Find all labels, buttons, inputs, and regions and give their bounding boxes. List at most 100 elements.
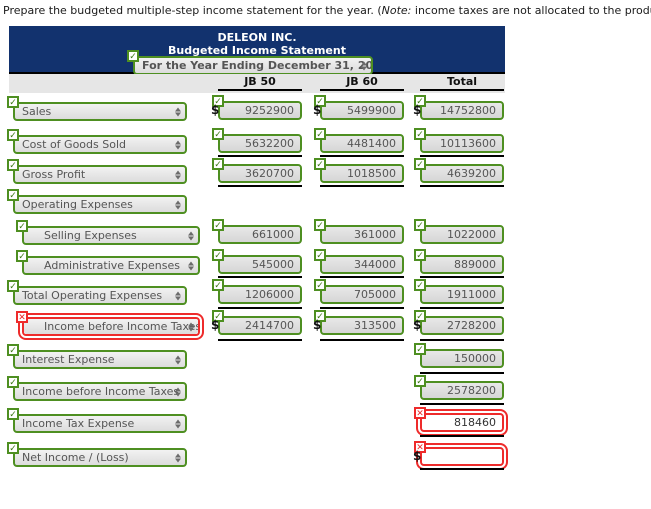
amount-cell: ✓3620700 [212, 158, 302, 183]
company-name: DELEON INC. [217, 31, 297, 44]
amount-input[interactable]: ✓705000 [314, 279, 404, 304]
dollar-sign: $ [313, 318, 322, 332]
amount-input[interactable]: ✓5632200 [212, 128, 302, 153]
statement-row: ✓Administrative Expenses✓545000✓344000✓8… [9, 247, 505, 277]
amount-value: 705000 [322, 287, 402, 302]
amount-input[interactable]: ✓2728200$ [413, 310, 504, 335]
amount-cell: ✓661000 [212, 219, 302, 244]
row-label-cell: ✓Administrative Expenses [16, 250, 200, 275]
amount-input[interactable]: ✓150000 [414, 343, 504, 368]
dollar-sign: $ [413, 449, 422, 463]
amount-value: 2728200 [422, 318, 502, 333]
amount-value: 150000 [422, 351, 502, 366]
row-label-value: Gross Profit [15, 167, 185, 182]
income-statement-worksheet: DELEON INC. Budgeted Income Statement ✓ … [7, 26, 505, 497]
row-label-select[interactable]: ✓Administrative Expenses [16, 250, 200, 275]
valid-check-icon: ✓ [212, 95, 224, 107]
subtotal-rule [420, 307, 504, 309]
valid-check-icon: ✓ [212, 249, 224, 261]
valid-check-icon: ✓ [414, 158, 426, 170]
question-prompt: Prepare the budgeted multiple-step incom… [3, 4, 651, 18]
valid-check-icon: ✓ [7, 344, 19, 356]
amount-input[interactable]: ✓661000 [212, 219, 302, 244]
row-label-select[interactable]: ✓Cost of Goods Sold [7, 129, 187, 154]
subtotal-rule [420, 435, 504, 437]
amount-input[interactable]: ✓2578200 [414, 375, 504, 400]
amount-cell: ✓9252900$ [211, 95, 302, 120]
amount-cell: ✓14752800$ [413, 95, 504, 120]
amount-cell: ✓5499900$ [313, 95, 404, 120]
amount-input[interactable]: ✓1206000 [212, 279, 302, 304]
amount-input[interactable]: ✓2414700$ [211, 310, 302, 335]
period-select[interactable]: ✓ For the Year Ending December 31, 2017 [127, 50, 373, 75]
amount-input[interactable]: ✓4481400 [314, 128, 404, 153]
amount-cell: ✓889000 [414, 249, 504, 274]
amount-input[interactable]: ✓361000 [314, 219, 404, 244]
amount-input[interactable]: ✓545000 [212, 249, 302, 274]
row-label-select[interactable]: ✕Income before Income Taxes [16, 311, 200, 336]
dollar-sign: $ [313, 103, 322, 117]
subtotal-rule [320, 155, 404, 157]
row-label-select[interactable]: ✓Interest Expense [7, 344, 187, 369]
amount-cell: ✓4639200 [414, 158, 504, 183]
statement-row: ✓Income Tax Expense ✕818460 [7, 405, 505, 435]
row-label-value: Operating Expenses [15, 197, 185, 212]
statement-row: ✓Total Operating Expenses ✓1206000 ✓705000… [7, 277, 505, 307]
invalid-x-icon: ✕ [16, 311, 28, 323]
row-label-select[interactable]: ✓Selling Expenses [16, 220, 200, 245]
valid-check-icon: ✓ [414, 95, 426, 107]
valid-check-icon: ✓ [314, 279, 326, 291]
amount-input[interactable]: ✓1018500 [314, 158, 404, 183]
statement-row: ✕Income before Income Taxes ✓2414700$ ✓313… [9, 308, 505, 338]
row-label-select[interactable]: ✓Gross Profit [7, 159, 187, 184]
amount-input[interactable]: ✓344000 [314, 249, 404, 274]
amount-input[interactable]: ✓4639200 [414, 158, 504, 183]
amount-cell: ✓1022000 [414, 219, 504, 244]
statement-row: ✓Gross Profit✓3620700✓1018500✓4639200 [7, 156, 505, 186]
amount-cell: ✓1018500 [314, 158, 404, 183]
amount-value: 4639200 [422, 166, 502, 181]
prompt-text-after: income taxes are not allocated to the pr… [414, 4, 651, 17]
amount-input[interactable]: ✕818460 [414, 407, 504, 432]
valid-check-icon: ✓ [7, 129, 19, 141]
row-label-select[interactable]: ✓Net Income / (Loss) [7, 442, 187, 467]
amount-input[interactable]: ✓10113600 [414, 128, 504, 153]
row-label-cell: ✕Income before Income Taxes [16, 311, 200, 336]
amount-value: 14752800 [422, 103, 502, 118]
amount-cell: ✓5632200 [212, 128, 302, 153]
statement-header: DELEON INC. Budgeted Income Statement ✓ … [9, 26, 505, 75]
valid-check-icon: ✓ [7, 159, 19, 171]
amount-input[interactable]: ✓313500$ [313, 310, 404, 335]
stepper-icon [174, 353, 181, 366]
valid-check-icon: ✓ [7, 189, 19, 201]
statement-title: Budgeted Income Statement [168, 44, 346, 57]
row-label-select[interactable]: ✓Income Tax Expense [7, 408, 187, 433]
row-label-select[interactable]: ✓Operating Expenses [7, 189, 187, 214]
valid-check-icon: ✓ [7, 442, 19, 454]
amount-cell: ✓344000 [314, 249, 404, 274]
amount-input[interactable]: ✕$ [413, 441, 504, 466]
amount-value: 889000 [422, 257, 502, 272]
subtotal-rule [420, 468, 504, 470]
row-label-select[interactable]: ✓Sales [7, 96, 187, 121]
row-label-cell: ✓Net Income / (Loss) [7, 442, 187, 467]
stepper-icon [187, 320, 194, 333]
amount-input[interactable]: ✓1022000 [414, 219, 504, 244]
amount-input[interactable]: ✓889000 [414, 249, 504, 274]
amount-value: 2578200 [422, 383, 502, 398]
amount-input[interactable]: ✓3620700 [212, 158, 302, 183]
valid-check-icon: ✓ [414, 128, 426, 140]
valid-check-icon: ✓ [314, 128, 326, 140]
amount-input[interactable]: ✓5499900$ [313, 95, 404, 120]
row-label-select[interactable]: ✓Income before Income Taxes [7, 376, 187, 401]
amount-value: 3620700 [220, 166, 300, 181]
row-label-select[interactable]: ✓Total Operating Expenses [7, 280, 187, 305]
row-label-value: Net Income / (Loss) [15, 450, 185, 465]
amount-value: 5632200 [220, 136, 300, 151]
subtotal-rule [320, 276, 404, 278]
stepper-icon [174, 105, 181, 118]
amount-input[interactable]: ✓9252900$ [211, 95, 302, 120]
amount-input[interactable]: ✓1911000 [414, 279, 504, 304]
valid-check-icon: ✓ [212, 310, 224, 322]
amount-input[interactable]: ✓14752800$ [413, 95, 504, 120]
